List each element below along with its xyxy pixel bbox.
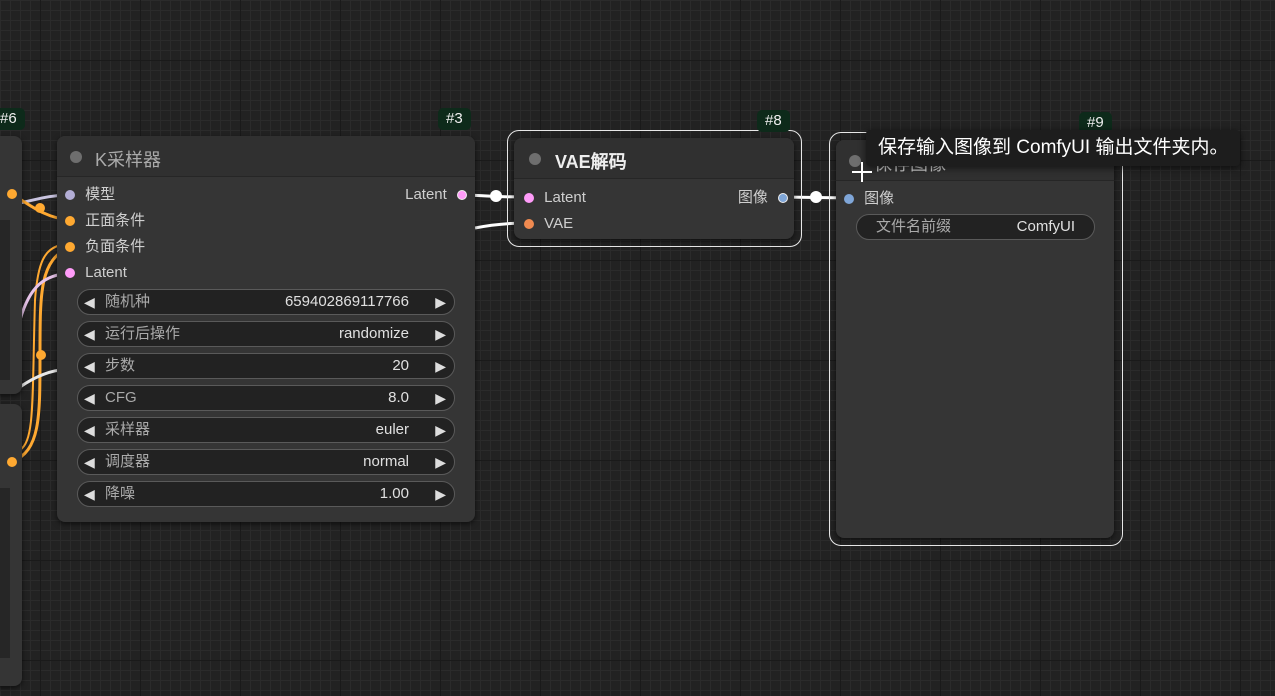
latent-output-dot-icon[interactable] — [457, 190, 467, 201]
widget-control-after-generate[interactable]: ◀ 运行后操作 randomize ▶ — [77, 321, 455, 347]
input-slot-negative[interactable]: 负面条件 — [65, 237, 145, 257]
input-label-negative: 负面条件 — [85, 238, 146, 255]
widget-filename-prefix-value[interactable]: ComfyUI — [1016, 218, 1075, 235]
input-label-latent: Latent — [544, 189, 586, 206]
input-slot-image[interactable]: 图像 — [844, 189, 894, 209]
negative-slot-dot-icon[interactable] — [65, 242, 75, 253]
left-output-dot-1[interactable] — [7, 189, 17, 199]
node-id-badge-3: #3 — [438, 108, 471, 130]
ksampler-node[interactable]: K采样器 模型 正面条件 负面条件 Latent Latent ◀ 随机种 65… — [57, 136, 475, 522]
widget-steps-label: 步数 — [105, 357, 136, 374]
widget-steps[interactable]: ◀ 步数 20 ▶ — [77, 353, 455, 379]
widget-denoise-value[interactable]: 1.00 — [379, 485, 409, 502]
widget-sampler[interactable]: ◀ 采样器 euler ▶ — [77, 417, 455, 443]
widget-control-value[interactable]: randomize — [338, 325, 409, 342]
output-label-image: 图像 — [737, 189, 768, 206]
decrement-arrow-icon[interactable]: ◀ — [84, 294, 95, 310]
left-output-dot-2[interactable] — [7, 457, 17, 467]
widget-seed-value[interactable]: 659402869117766 — [284, 293, 409, 310]
node-description-tooltip: 保存输入图像到 ComfyUI 输出文件夹内。 — [866, 130, 1241, 166]
collapse-dot-icon[interactable] — [849, 155, 861, 167]
input-label-model: 模型 — [85, 186, 116, 203]
input-label-vae: VAE — [544, 215, 574, 232]
node-id-badge-8: #8 — [757, 110, 790, 132]
node-id-badge-9: #9 — [1079, 112, 1112, 134]
input-label-positive: 正面条件 — [85, 212, 146, 229]
input-label-image: 图像 — [864, 190, 895, 207]
latent-slot-dot-icon[interactable] — [65, 268, 75, 279]
model-slot-dot-icon[interactable] — [65, 190, 75, 201]
ksampler-title: K采样器 — [95, 150, 162, 170]
widget-denoise[interactable]: ◀ 降噪 1.00 ▶ — [77, 481, 455, 507]
widget-control-label: 运行后操作 — [105, 325, 181, 342]
widget-scheduler-label: 调度器 — [105, 453, 151, 470]
widget-sampler-value[interactable]: euler — [375, 421, 409, 438]
widget-cfg-value[interactable]: 8.0 — [388, 389, 409, 406]
input-slot-latent[interactable]: Latent — [65, 263, 127, 283]
save-image-node[interactable]: 保存图像 图像 文件名前缀 ComfyUI — [836, 140, 1114, 538]
widget-denoise-label: 降噪 — [105, 485, 136, 502]
positive-slot-dot-icon[interactable] — [65, 216, 75, 227]
wire-white-left — [19, 368, 61, 389]
input-slot-latent[interactable]: Latent — [524, 188, 586, 208]
left-partial-preview — [0, 220, 10, 380]
input-slot-positive[interactable]: 正面条件 — [65, 211, 145, 231]
decrement-arrow-icon[interactable]: ◀ — [84, 454, 95, 470]
widget-steps-value[interactable]: 20 — [392, 357, 409, 374]
widget-seed[interactable]: ◀ 随机种 659402869117766 ▶ — [77, 289, 455, 315]
widget-scheduler-value[interactable]: normal — [363, 453, 409, 470]
widget-seed-label: 随机种 — [105, 293, 151, 310]
decrement-arrow-icon[interactable]: ◀ — [84, 326, 95, 342]
input-slot-model[interactable]: 模型 — [65, 185, 115, 205]
widget-filename-prefix[interactable]: 文件名前缀 ComfyUI — [856, 214, 1095, 240]
input-label-latent: Latent — [85, 264, 127, 281]
increment-arrow-icon[interactable]: ▶ — [435, 326, 446, 342]
left-partial-preview-2 — [0, 488, 10, 658]
widget-sampler-label: 采样器 — [105, 421, 151, 438]
collapse-dot-icon[interactable] — [529, 153, 541, 165]
increment-arrow-icon[interactable]: ▶ — [435, 486, 446, 502]
decrement-arrow-icon[interactable]: ◀ — [84, 422, 95, 438]
increment-arrow-icon[interactable]: ▶ — [435, 422, 446, 438]
widget-cfg-label: CFG — [105, 389, 137, 406]
decrement-arrow-icon[interactable]: ◀ — [84, 358, 95, 374]
increment-arrow-icon[interactable]: ▶ — [435, 358, 446, 374]
vae-decode-selection-outline — [507, 130, 802, 247]
vae-decode-title: VAE解码 — [555, 152, 627, 172]
output-slot-image[interactable]: 图像 — [738, 188, 788, 208]
image-output-dot-icon[interactable] — [778, 193, 788, 204]
vae-slot-dot-icon[interactable] — [524, 219, 534, 230]
output-label-latent: Latent — [405, 186, 447, 203]
decrement-arrow-icon[interactable]: ◀ — [84, 486, 95, 502]
widget-filename-prefix-label: 文件名前缀 — [876, 218, 952, 235]
vae-decode-node[interactable]: VAE解码 Latent VAE 图像 — [514, 138, 794, 239]
decrement-arrow-icon[interactable]: ◀ — [84, 390, 95, 406]
image-slot-dot-icon[interactable] — [844, 194, 854, 205]
increment-arrow-icon[interactable]: ▶ — [435, 390, 446, 406]
input-slot-vae[interactable]: VAE — [524, 214, 573, 234]
output-slot-latent[interactable]: Latent — [405, 185, 467, 205]
vae-decode-title-bar[interactable]: VAE解码 — [514, 138, 794, 179]
ksampler-title-bar[interactable]: K采样器 — [57, 136, 475, 177]
wire-negative-2 — [19, 244, 61, 451]
latent-slot-dot-icon[interactable] — [524, 193, 534, 204]
widget-scheduler[interactable]: ◀ 调度器 normal ▶ — [77, 449, 455, 475]
node-id-badge-6: #6 — [0, 108, 25, 130]
crosshair-cursor-icon — [852, 162, 872, 182]
widget-cfg[interactable]: ◀ CFG 8.0 ▶ — [77, 385, 455, 411]
collapse-dot-icon[interactable] — [70, 151, 82, 163]
increment-arrow-icon[interactable]: ▶ — [435, 294, 446, 310]
increment-arrow-icon[interactable]: ▶ — [435, 454, 446, 470]
